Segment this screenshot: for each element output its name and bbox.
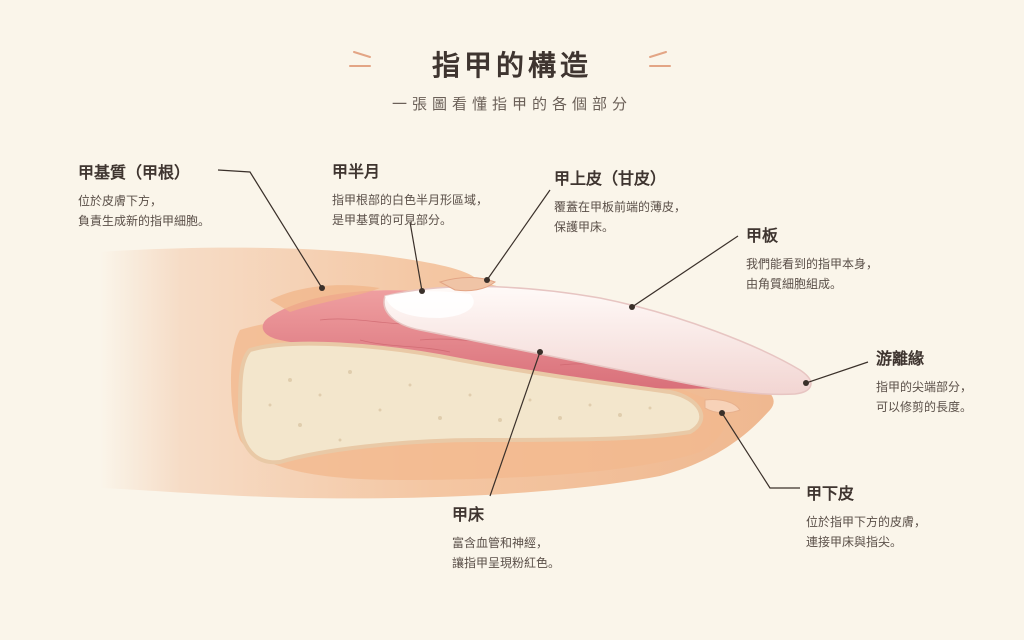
nail-plate bbox=[383, 285, 812, 396]
label-desc-line: 富含血管和神經， bbox=[452, 536, 549, 550]
finger-bone bbox=[237, 341, 704, 465]
label-desc-line: 連接甲床與指尖。 bbox=[806, 535, 903, 549]
leader-cuticle bbox=[486, 189, 551, 281]
label-desc-line: 指甲的尖端部分， bbox=[876, 380, 973, 394]
title-decoration-left bbox=[349, 51, 371, 67]
label-title: 甲下皮 bbox=[806, 484, 855, 503]
label-nail-matrix: 甲基質（甲根） 位於皮膚下方， 負責生成新的指甲細胞。 bbox=[78, 159, 210, 231]
label-title: 甲基質（甲根） bbox=[78, 163, 191, 182]
page-title: 指甲的構造 bbox=[431, 49, 592, 82]
leader-lines bbox=[217, 169, 869, 497]
label-hyponychium: 甲下皮 位於指甲下方的皮膚， 連接甲床與指尖。 bbox=[806, 480, 926, 552]
label-title: 甲半月 bbox=[332, 162, 381, 181]
title-decoration-right bbox=[649, 51, 671, 67]
leader-nail-bed bbox=[489, 351, 541, 497]
leader-matrix bbox=[217, 169, 323, 289]
label-desc-line: 指甲根部的白色半月形區域， bbox=[332, 193, 489, 207]
label-title: 甲床 bbox=[452, 505, 485, 524]
label-desc-line: 位於皮膚下方， bbox=[78, 194, 163, 208]
label-desc-line: 我們能看到的指甲本身， bbox=[746, 257, 879, 271]
label-desc-line: 負責生成新的指甲細胞。 bbox=[78, 214, 211, 228]
leader-dots bbox=[319, 277, 809, 416]
label-title: 甲板 bbox=[746, 226, 779, 245]
label-nail-plate: 甲板 我們能看到的指甲本身， 由角質細胞組成。 bbox=[746, 222, 878, 294]
leader-free-edge bbox=[805, 361, 869, 384]
label-title: 游離緣 bbox=[876, 349, 925, 368]
label-cuticle: 甲上皮（甘皮） 覆蓋在甲板前端的薄皮， 保護甲床。 bbox=[554, 165, 686, 237]
label-desc-line: 讓指甲呈現粉紅色。 bbox=[452, 556, 561, 570]
nail-matrix bbox=[270, 285, 380, 312]
leader-lunula bbox=[409, 221, 423, 292]
label-lunula: 甲半月 指甲根部的白色半月形區域， 是甲基質的可見部分。 bbox=[332, 158, 488, 230]
bone-texture bbox=[268, 370, 652, 442]
hyponychium bbox=[704, 399, 741, 414]
label-desc-line: 可以修剪的長度。 bbox=[876, 400, 973, 414]
label-title: 甲上皮（甘皮） bbox=[554, 169, 667, 188]
cuticle bbox=[438, 277, 496, 292]
page-subtitle: 一張圖看懂指甲的各個部分 bbox=[391, 95, 632, 113]
label-desc-line: 位於指甲下方的皮膚， bbox=[806, 515, 927, 529]
leader-plate bbox=[631, 235, 739, 308]
lunula bbox=[385, 291, 474, 318]
label-desc-line: 覆蓋在甲板前端的薄皮， bbox=[554, 200, 687, 214]
label-nail-bed: 甲床 富含血管和神經， 讓指甲呈現粉紅色。 bbox=[452, 501, 560, 573]
label-desc-line: 由角質細胞組成。 bbox=[746, 277, 843, 291]
label-desc-line: 保護甲床。 bbox=[554, 220, 615, 234]
label-free-edge: 游離緣 指甲的尖端部分， 可以修剪的長度。 bbox=[876, 345, 972, 417]
leader-hyponychium bbox=[721, 412, 800, 489]
label-desc-line: 是甲基質的可見部分。 bbox=[332, 213, 453, 227]
